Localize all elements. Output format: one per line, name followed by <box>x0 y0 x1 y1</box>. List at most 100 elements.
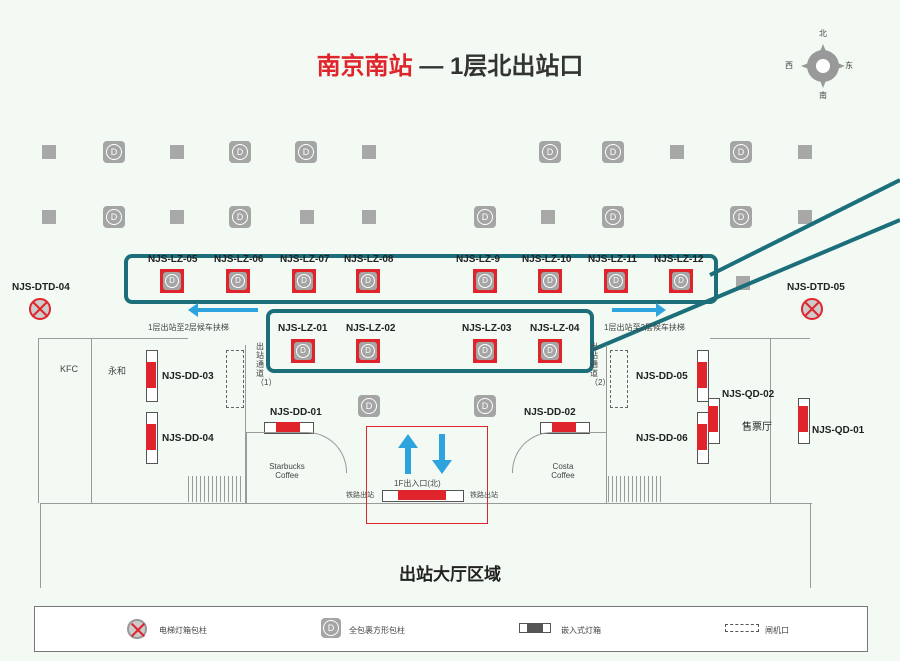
wall <box>40 503 812 504</box>
escalator-right-arrowhead <box>656 303 666 317</box>
ad-pillar[interactable]: D <box>160 269 184 293</box>
qd02-label: NJS-QD-02 <box>722 389 775 400</box>
gate-left-label: 铁路出站 <box>346 492 374 499</box>
escalator-right-label: 1层出站至2层候车扶梯 <box>604 323 685 332</box>
pillar-square <box>670 145 684 159</box>
lightbox-ad[interactable] <box>276 422 300 432</box>
pillar-wrapped-icon: D <box>229 206 251 228</box>
wall <box>38 338 39 503</box>
legend-item1: 电梯灯箱包柱 <box>159 626 207 635</box>
stairs-right <box>608 476 664 502</box>
escalator-right-arrow <box>612 308 656 312</box>
pillar-square <box>42 210 56 224</box>
elevator-pillar-icon[interactable] <box>801 298 823 320</box>
lightbox-ad[interactable] <box>708 406 718 432</box>
pillar-square <box>362 210 376 224</box>
compass-east: 东 <box>845 61 853 70</box>
shop-yonghe: 永和 <box>108 366 127 376</box>
shop-kfc: KFC <box>60 364 78 374</box>
pillar-wrapped-icon: D <box>229 141 251 163</box>
lightbox-ad[interactable] <box>552 422 576 432</box>
pillar-square <box>170 145 184 159</box>
exit-passage-left <box>226 350 244 408</box>
qd01-label: NJS-QD-01 <box>812 425 865 436</box>
escalator-left-arrow <box>196 308 258 312</box>
ad-pillar[interactable]: D <box>226 269 250 293</box>
pillar-wrapped-icon: D <box>295 141 317 163</box>
ad-label: NJS-LZ-03 <box>462 323 512 334</box>
shop-starbucks: Starbucks Coffee <box>269 462 305 480</box>
ad-label: NJS-LZ-01 <box>278 323 328 334</box>
pillar-square <box>362 145 376 159</box>
ad-label: NJS-LZ-08 <box>344 254 394 265</box>
top-ad-group <box>124 254 718 304</box>
wall <box>246 432 247 504</box>
ad-pillar[interactable]: D <box>669 269 693 293</box>
gate-right-label: 铁路出站 <box>470 492 498 499</box>
exit-right-label: 出站通道（2） <box>590 342 611 387</box>
ad-pillar[interactable]: D <box>356 339 380 363</box>
ad-pillar[interactable]: D <box>473 339 497 363</box>
lightbox-ad[interactable] <box>146 424 156 450</box>
lightbox-ad[interactable] <box>697 362 707 388</box>
ad-label: NJS-LZ-06 <box>214 254 264 265</box>
wall-curve <box>512 432 553 473</box>
ad-pillar[interactable]: D <box>604 269 628 293</box>
legend-item2: 全包裹方形包柱 <box>349 626 405 635</box>
ad-label: NJS-LZ-04 <box>530 323 580 334</box>
ad-pillar[interactable]: D <box>291 339 315 363</box>
exit-left-label: 出站通道（1） <box>256 342 277 387</box>
bottom-ad-group <box>266 309 594 373</box>
pillar-wrapped-icon: D <box>539 141 561 163</box>
dtd-left-label: NJS-DTD-04 <box>12 282 70 293</box>
ad-label: NJS-LZ-05 <box>148 254 198 265</box>
ad-label: NJS-LZ-9 <box>456 254 500 265</box>
pillar-wrapped-icon: D <box>103 141 125 163</box>
wall <box>606 345 607 503</box>
pillar-wrapped-icon: D <box>358 395 380 417</box>
exit-hall-label: 出站大厅区域 <box>399 565 501 584</box>
entrance-arrows-icon <box>398 434 452 474</box>
dtd-right-label: NJS-DTD-05 <box>787 282 845 293</box>
pillar-wrapped-icon: D <box>730 206 752 228</box>
pillar-square <box>798 210 812 224</box>
dd06-label: NJS-DD-06 <box>636 433 688 444</box>
pointer-lines <box>591 178 900 352</box>
ad-pillar[interactable]: D <box>538 339 562 363</box>
pillar-wrapped-icon: D <box>602 206 624 228</box>
title-station: 南京南站 <box>316 53 413 80</box>
compass-west: 西 <box>785 61 793 70</box>
wall <box>810 503 811 588</box>
pillar-square <box>798 145 812 159</box>
exit-passage-right <box>610 350 628 408</box>
pillar-square <box>42 145 56 159</box>
ad-pillar[interactable]: D <box>538 269 562 293</box>
entrance-label: 1F出入口(北) <box>394 479 441 488</box>
elevator-pillar-icon[interactable] <box>29 298 51 320</box>
wall-curve <box>306 432 347 473</box>
wall <box>91 338 92 503</box>
shop-costa: Costa Coffee <box>551 462 575 480</box>
ad-pillar[interactable]: D <box>356 269 380 293</box>
ad-pillar[interactable]: D <box>292 269 316 293</box>
dd01-label: NJS-DD-01 <box>270 407 322 418</box>
lightbox-ad[interactable] <box>798 406 808 432</box>
pillar-wrapped-icon: D <box>730 141 752 163</box>
compass-south: 南 <box>819 91 827 100</box>
legend: 电梯灯箱包柱 D 全包裹方形包柱 嵌入式灯箱 闸机口 <box>34 606 868 652</box>
legend-item4: 闸机口 <box>765 626 789 635</box>
lightbox-ad[interactable] <box>146 362 156 388</box>
entrance-area <box>366 426 488 524</box>
wall <box>245 345 246 503</box>
dd03-label: NJS-DD-03 <box>162 371 214 382</box>
dd05-label: NJS-DD-05 <box>636 371 688 382</box>
ad-label: NJS-LZ-07 <box>280 254 330 265</box>
entrance-lightbox-ad[interactable] <box>398 490 446 500</box>
wall <box>770 338 771 503</box>
ad-pillar[interactable]: D <box>473 269 497 293</box>
compass-rose-icon <box>801 44 845 88</box>
wall <box>710 338 810 339</box>
pillar-square <box>300 210 314 224</box>
lightbox-ad[interactable] <box>697 424 707 450</box>
